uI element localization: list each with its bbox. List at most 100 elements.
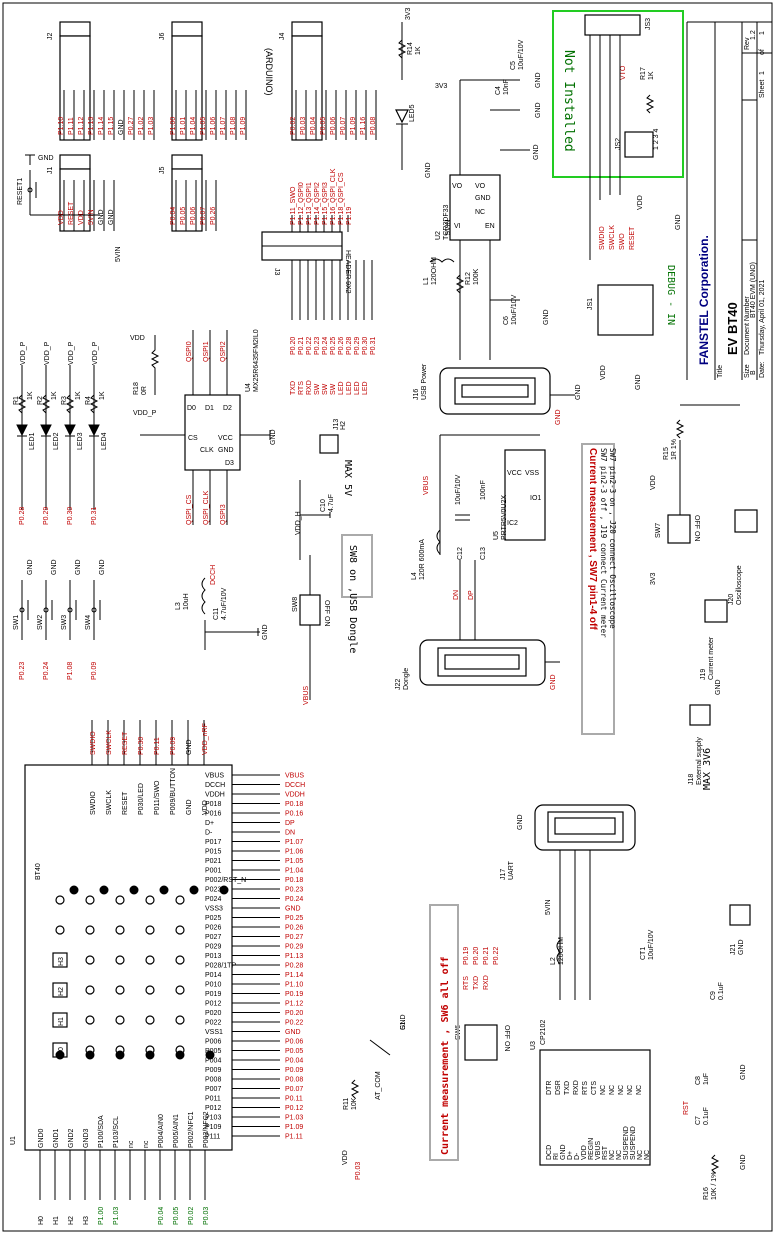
- u3-pin-right: DTR: [546, 1081, 553, 1095]
- u1-top-pin: P030/LED: [138, 783, 145, 815]
- u3-pin-right: TXD: [564, 1081, 571, 1095]
- u1-bottom-net: P1.00: [98, 1207, 105, 1225]
- arduino-label: (ARDUINO): [264, 48, 274, 96]
- svg-text:External supply: External supply: [696, 737, 703, 785]
- svg-text:SWCLK: SWCLK: [609, 225, 616, 250]
- header-net-label: P1.09: [350, 117, 357, 135]
- svg-text:3V3: 3V3: [650, 572, 657, 585]
- u1-bottom-pin: GND3: [83, 1128, 90, 1148]
- u3-pin: SUSPEND: [630, 1126, 637, 1160]
- svg-text:J4: J4: [279, 33, 286, 41]
- svg-text:R14: R14: [407, 42, 414, 55]
- led-net: P0.29: [43, 507, 50, 525]
- bga-ball-icon: [115, 895, 125, 905]
- u1-bottom-net: P0.02: [188, 1207, 195, 1225]
- header-net-label: P1.06: [210, 117, 217, 135]
- switch-gnd: GND: [99, 559, 106, 575]
- u1-right-net: P0.06: [285, 1039, 303, 1046]
- svg-text:SWDIO: SWDIO: [599, 226, 606, 250]
- u1-right-pin: P009: [205, 1067, 221, 1074]
- svg-text:1: 1: [759, 31, 766, 35]
- svg-text:C8: C8: [695, 1076, 702, 1085]
- svg-text:0R: 0R: [141, 386, 148, 395]
- header-net-label: P0.06: [330, 117, 337, 135]
- u3-pin-right: NC: [627, 1085, 634, 1095]
- svg-text:TXD: TXD: [473, 976, 480, 990]
- j3-func-label: LED: [362, 381, 369, 395]
- svg-text:QSPI1: QSPI1: [203, 341, 210, 362]
- bga-ball-icon: [115, 955, 125, 965]
- svg-text:R17: R17: [640, 67, 647, 80]
- svg-text:1K: 1K: [415, 46, 422, 55]
- svg-text:D1: D1: [205, 405, 214, 412]
- header-net-label: P0.05: [180, 207, 187, 225]
- u1-right-pin: P001: [205, 868, 221, 875]
- u1-right-net: VDDH: [285, 792, 305, 799]
- switch-net: P1.08: [67, 662, 74, 680]
- svg-text:VTO: VTO: [620, 65, 627, 80]
- bga-filled-ball-icon: [219, 885, 229, 895]
- header-net-label: P1.04: [190, 117, 197, 135]
- j3-bottom-net: P0.21: [298, 337, 305, 355]
- j3-bottom-net: P0.29: [354, 337, 361, 355]
- u1-top-pin: VDD: [202, 800, 209, 815]
- j3-top-net: P1.18_QSPI_CS: [338, 172, 345, 225]
- svg-text:CP2102: CP2102: [540, 1020, 547, 1045]
- svg-text:RXD: RXD: [483, 975, 490, 990]
- u1-top-net: RESET: [122, 731, 129, 755]
- u1-right-net: P0.19: [285, 991, 303, 998]
- j3-func-label: SW: [314, 383, 321, 395]
- svg-text:R16: R16: [703, 1187, 710, 1200]
- svg-text:Thursday, April 01, 2021: Thursday, April 01, 2021: [759, 280, 766, 355]
- u1-top-net: SWCLK: [106, 730, 113, 755]
- u1-right-net: P0.16: [285, 811, 303, 818]
- u1-right-net: P0.04: [285, 1058, 303, 1065]
- gnd-pad-label: H3: [58, 957, 65, 966]
- bga-ball-icon: [145, 1015, 155, 1025]
- header-net-label: P0.27: [128, 117, 135, 135]
- svg-text:C5: C5: [510, 61, 517, 70]
- svg-text:RESET1: RESET1: [17, 178, 24, 205]
- svg-text:MAX 3V6: MAX 3V6: [702, 748, 713, 790]
- svg-text:BT40 EVM (UNO): BT40 EVM (UNO): [750, 262, 757, 318]
- u3-pin-right: RXD: [573, 1080, 580, 1095]
- u3-pin-right: NC: [600, 1085, 607, 1095]
- switch-gnd: GND: [27, 559, 34, 575]
- svg-text:MAX 5V: MAX 5V: [342, 460, 353, 496]
- bga-ball-icon: [85, 895, 95, 905]
- svg-text:VDD_P: VDD_P: [133, 410, 157, 417]
- u1-right-pin: P027: [205, 934, 221, 941]
- svg-text:S1: S1: [400, 1021, 407, 1030]
- gnd-pad-icon: [52, 1012, 68, 1028]
- j3-bottom-net: P0.31: [370, 337, 377, 355]
- bga-filled-ball-icon: [159, 885, 169, 895]
- svg-text:J18: J18: [688, 774, 695, 785]
- j3-func-label: SW: [322, 383, 329, 395]
- svg-text:GND: GND: [262, 624, 269, 640]
- j3-func-label: TXD: [290, 381, 297, 395]
- j3-top-net: P1.11_SWO: [290, 186, 297, 225]
- header-net-label: P1.03: [148, 117, 155, 135]
- u1-right-pin: VSS3: [205, 906, 223, 913]
- bga-filled-ball-icon: [99, 885, 109, 895]
- bga-filled-ball-icon: [85, 1050, 95, 1060]
- bga-filled-ball-icon: [55, 1050, 65, 1060]
- bga-filled-ball-icon: [205, 1050, 215, 1060]
- u1-top-pin: P009/BUTTON: [170, 768, 177, 815]
- svg-text:P0.20: P0.20: [473, 947, 480, 965]
- svg-text:H2: H2: [340, 421, 347, 430]
- header-net-label: 5VIN: [88, 209, 95, 225]
- header-net-label: P1.00: [170, 117, 177, 135]
- vdd-p-label: VDD_P: [92, 341, 99, 365]
- svg-text:TCR2DF33: TCR2DF33: [443, 204, 450, 240]
- j3-func-label: LED: [346, 381, 353, 395]
- svg-text:Size: Size: [744, 364, 751, 378]
- header-net-label: P1.05: [200, 117, 207, 135]
- u1-bottom-pin: P004/AIN0: [158, 1114, 165, 1148]
- u1-right-pin: P018: [205, 801, 221, 808]
- header-net-label: P0.02: [290, 117, 297, 135]
- header-net-label: P1.12: [78, 117, 85, 135]
- svg-text:GND: GND: [400, 1014, 407, 1030]
